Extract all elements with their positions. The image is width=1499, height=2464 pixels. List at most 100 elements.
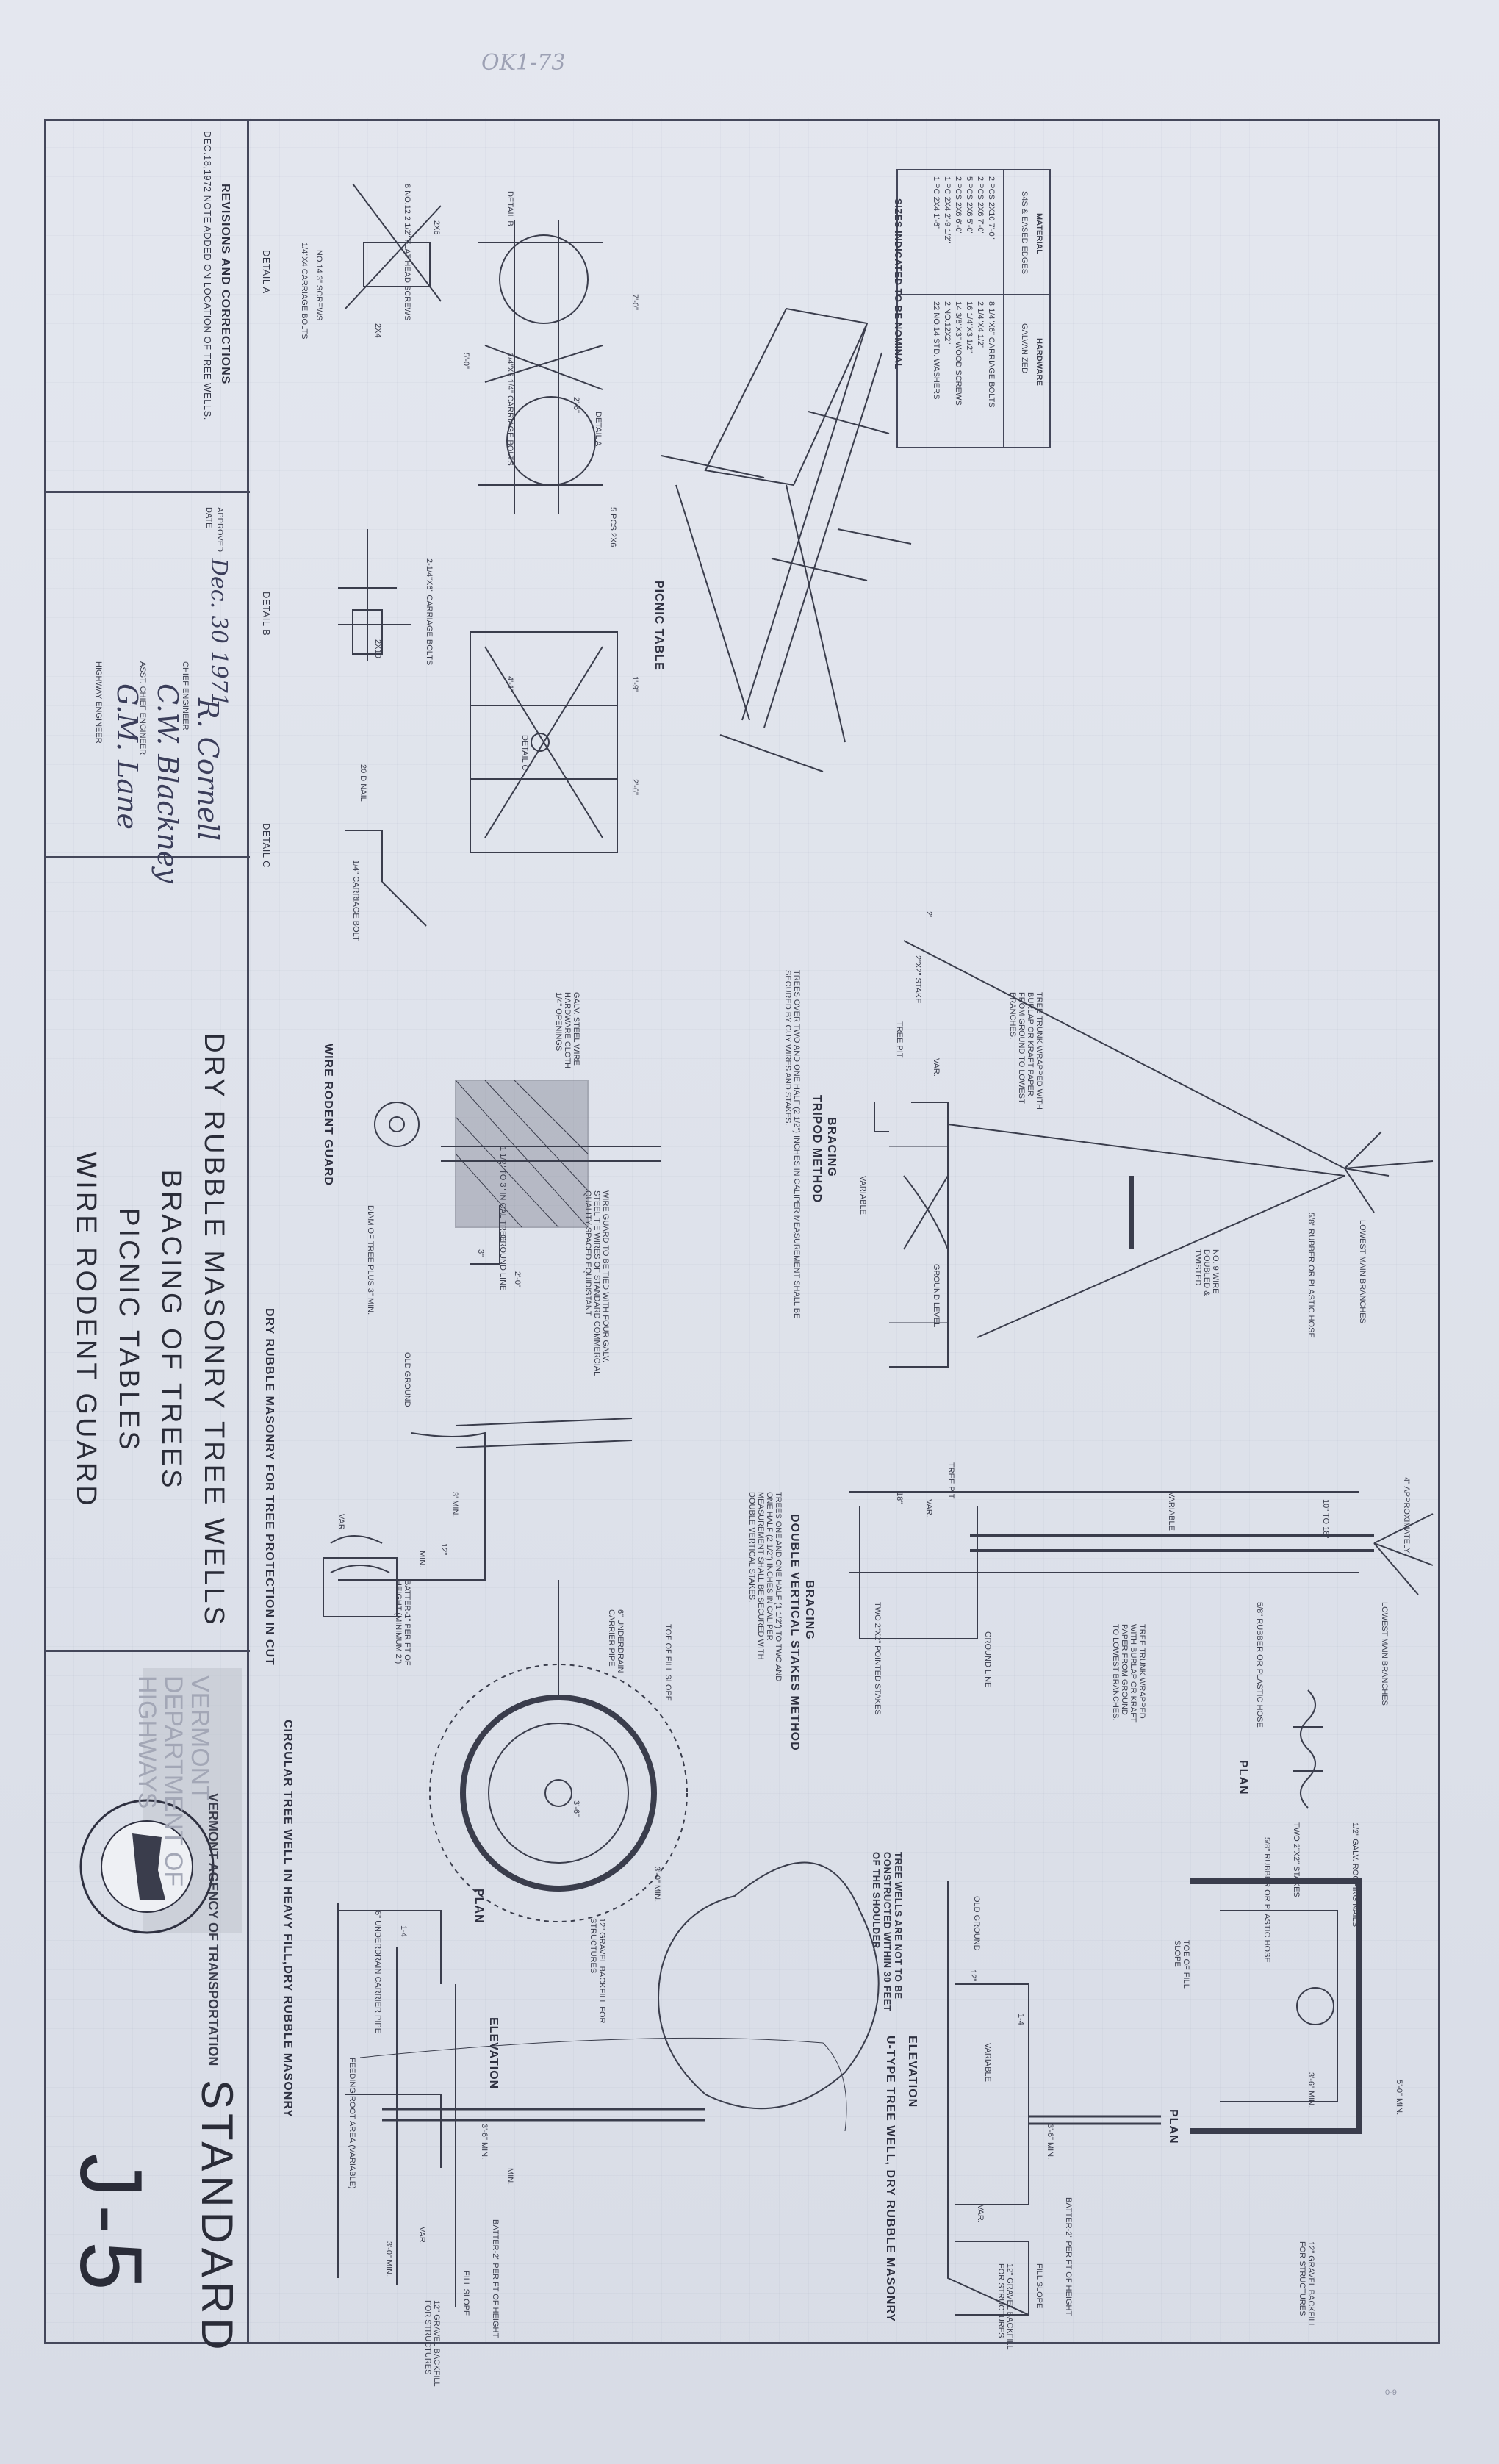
circular-well-title: CIRCULAR TREE WELL IN HEAVY FILL,DRY RUB… xyxy=(281,1720,294,2118)
tripod-label: 2' xyxy=(924,911,933,918)
circular-label: 3'-6" xyxy=(572,1800,580,1817)
picnic-label: 5 PCS 2X6 xyxy=(608,507,617,547)
double-label: TWO 2"X2" STAKES xyxy=(1292,1822,1301,1897)
pencil-note: OK1-73 xyxy=(481,50,566,76)
double-label: TWO 2"X2" POINTED STAKES xyxy=(873,1602,882,1715)
paper-grid xyxy=(44,118,1440,2344)
double-label: GROUND LINE xyxy=(983,1631,992,1688)
footer-mark: 0-9 xyxy=(1385,2388,1397,2397)
picnic-label: 7'-0" xyxy=(630,294,639,310)
picnic-label: DETAIL B xyxy=(506,191,514,226)
title-block-rule-1 xyxy=(44,491,250,493)
circular-label: 12" GRAVEL BACKFILL FOR STRUCTURES xyxy=(423,2300,441,2387)
u-well-label: 3'-6" MIN. xyxy=(1306,2072,1315,2108)
circular-plan-label: PLAN xyxy=(472,1889,485,1924)
detail-c-caption: DETAIL C xyxy=(261,823,272,869)
circular-label: 6" UNDERDRAIN CARRIER PIPE xyxy=(607,1609,625,1673)
picnic-detail-a xyxy=(345,183,603,514)
picnic-label: 1/4"X4 CARRIAGE BOLTS xyxy=(300,243,309,340)
tripod-label: LOWEST MAIN BRANCHES xyxy=(1358,1220,1367,1323)
rodent-label: 1 1/2" TO 3" IN CAL TREE xyxy=(498,1146,507,1242)
picnic-table-title: PICNIC TABLE xyxy=(653,581,665,671)
circular-label: 12" GRAVEL BACKFILL FOR STRUCTURES xyxy=(589,1918,606,2024)
circular-label: 6" UNDERDRAIN CARRIER PIPE xyxy=(373,1911,382,2034)
rodent-label: GALV. STEEL WIRE HARDWARE CLOTH 1/4" OPE… xyxy=(554,992,580,1069)
cut-label: VAR. xyxy=(337,1514,345,1532)
rodent-label: 3" xyxy=(476,1249,485,1257)
double-label: 1/2" GALV. ROOFING NAILS xyxy=(1351,1822,1359,1928)
double-label: TREE PIT xyxy=(946,1462,955,1499)
double-stakes-subtitle: DOUBLE VERTICAL STAKES METHOD xyxy=(788,1514,801,1751)
circular-label: MIN. xyxy=(506,2168,514,2185)
u-well-label: 12" GRAVEL BACKFILL FOR STRUCTURES xyxy=(996,2263,1014,2350)
picnic-label: 2'-6" xyxy=(572,397,580,413)
u-well-label: OLD GROUND xyxy=(972,1896,981,1951)
materials-table-header-rule xyxy=(1003,169,1004,448)
double-stakes-drawing xyxy=(849,1491,1434,1809)
double-label: LOWEST MAIN BRANCHES xyxy=(1380,1602,1389,1706)
u-well-label: VARIABLE xyxy=(983,2043,992,2082)
double-stakes-note: TREES ONE AND ONE HALF (1 1/2") TO TWO A… xyxy=(747,1492,783,1682)
picnic-detail-c xyxy=(345,631,618,927)
tripod-label: NO. 9 WIRE DOUBLED & TWISTED xyxy=(1193,1249,1220,1296)
circular-well-plan xyxy=(429,1580,688,1922)
double-plan-label: PLAN xyxy=(1237,1760,1249,1795)
picnic-label: 20 D NAIL xyxy=(359,764,367,802)
u-well-location-note: TREE WELLS ARE NOT TO BE CONSTRUCTED WIT… xyxy=(871,1852,904,2012)
u-well-label: 12" GRAVEL BACKFILL FOR STRUCTURES xyxy=(1298,2241,1315,2328)
tree-well-cut-title: DRY RUBBLE MASONRY FOR TREE PROTECTION I… xyxy=(263,1308,276,1666)
u-well-label: FILL SLOPE xyxy=(1035,2263,1043,2309)
circular-label: 3'-0" MIN. xyxy=(653,1867,661,1903)
double-label: 4" APPROXIMATELY xyxy=(1402,1477,1411,1554)
double-label: TREE TRUNK WRAPPED WITH BURLAP OR KRAFT … xyxy=(1111,1624,1146,1723)
rodent-label: DIAM OF TREE PLUS 3" MIN. xyxy=(366,1205,375,1315)
circular-label: 1-4 xyxy=(399,1925,408,1937)
u-well-label: TOE OF FILL SLOPE xyxy=(1173,1940,1190,1989)
u-well-label: VAR. xyxy=(976,2205,985,2223)
u-well-label: 12" xyxy=(968,1969,977,1982)
picnic-detail-b xyxy=(338,529,411,661)
double-label: VAR. xyxy=(924,1499,933,1517)
picnic-label: 2'-6" xyxy=(630,779,639,795)
picnic-table-perspective xyxy=(661,307,912,772)
title-block-rule-3 xyxy=(44,1650,250,1652)
picnic-label: 1'-9" xyxy=(630,676,639,692)
circular-label: TOE OF FILL SLOPE xyxy=(664,1624,672,1702)
tripod-label: TREE PIT xyxy=(895,1021,904,1058)
picnic-label: 2X6 xyxy=(432,220,441,235)
double-stakes-title: BRACING xyxy=(803,1580,816,1640)
tripod-label: VARIABLE xyxy=(858,1176,867,1215)
seal-state-shape xyxy=(132,1833,165,1900)
materials-table-divider xyxy=(896,294,1051,295)
picnic-label: 4'-1" xyxy=(506,676,514,692)
u-well-label: 1-4 xyxy=(1016,2014,1025,2025)
u-well-elevation-label: ELEVATION xyxy=(906,2036,919,2108)
picnic-label: 1/4"X3 1/4" CARRIAGE BOLTS xyxy=(506,353,514,466)
tripod-label: 2"X2" STAKE xyxy=(913,955,922,1004)
u-well-plan-label: PLAN xyxy=(1167,2109,1179,2144)
cut-label: BATTER-1" PER FT OF HEIGHT (MINIMUM 2") xyxy=(394,1580,411,1666)
circular-label: 3'-6" MIN. xyxy=(480,2124,489,2160)
title-block-divider xyxy=(247,119,249,2344)
sheet-border xyxy=(44,119,1440,2344)
picnic-label: NO.14 3" SCREWS xyxy=(314,250,323,321)
picnic-label: DETAIL A xyxy=(594,412,603,447)
tripod-label: 5/8" RUBBER OR PLASTIC HOSE xyxy=(1306,1213,1315,1338)
picnic-label: 1/4" CARRIAGE BOLT xyxy=(351,860,360,941)
detail-b-caption: DETAIL B xyxy=(261,592,272,636)
picnic-label: 5'-0" xyxy=(461,353,470,369)
picnic-label: DETAIL C xyxy=(520,735,529,771)
tripod-note: TREES OVER TWO AND ONE HALF (2 1/2") INC… xyxy=(783,970,801,1319)
picnic-label: 2X10 xyxy=(373,639,382,658)
u-well-title: U-TYPE TREE WELL, DRY RUBBLE MASONRY xyxy=(884,2036,896,2323)
tripod-subtitle: TRIPOD METHOD xyxy=(810,1095,823,1204)
tree-well-cut-drawing xyxy=(323,1418,633,1617)
picnic-label: 2-1/4"X6" CARRIAGE BOLTS xyxy=(425,558,434,666)
tripod-title: BRACING xyxy=(825,1117,838,1177)
rodent-label: 2'-0" xyxy=(513,1271,522,1287)
double-label: VARIABLE xyxy=(1167,1492,1176,1531)
double-label: 5/8" RUBBER OR PLASTIC HOSE xyxy=(1255,1602,1264,1728)
